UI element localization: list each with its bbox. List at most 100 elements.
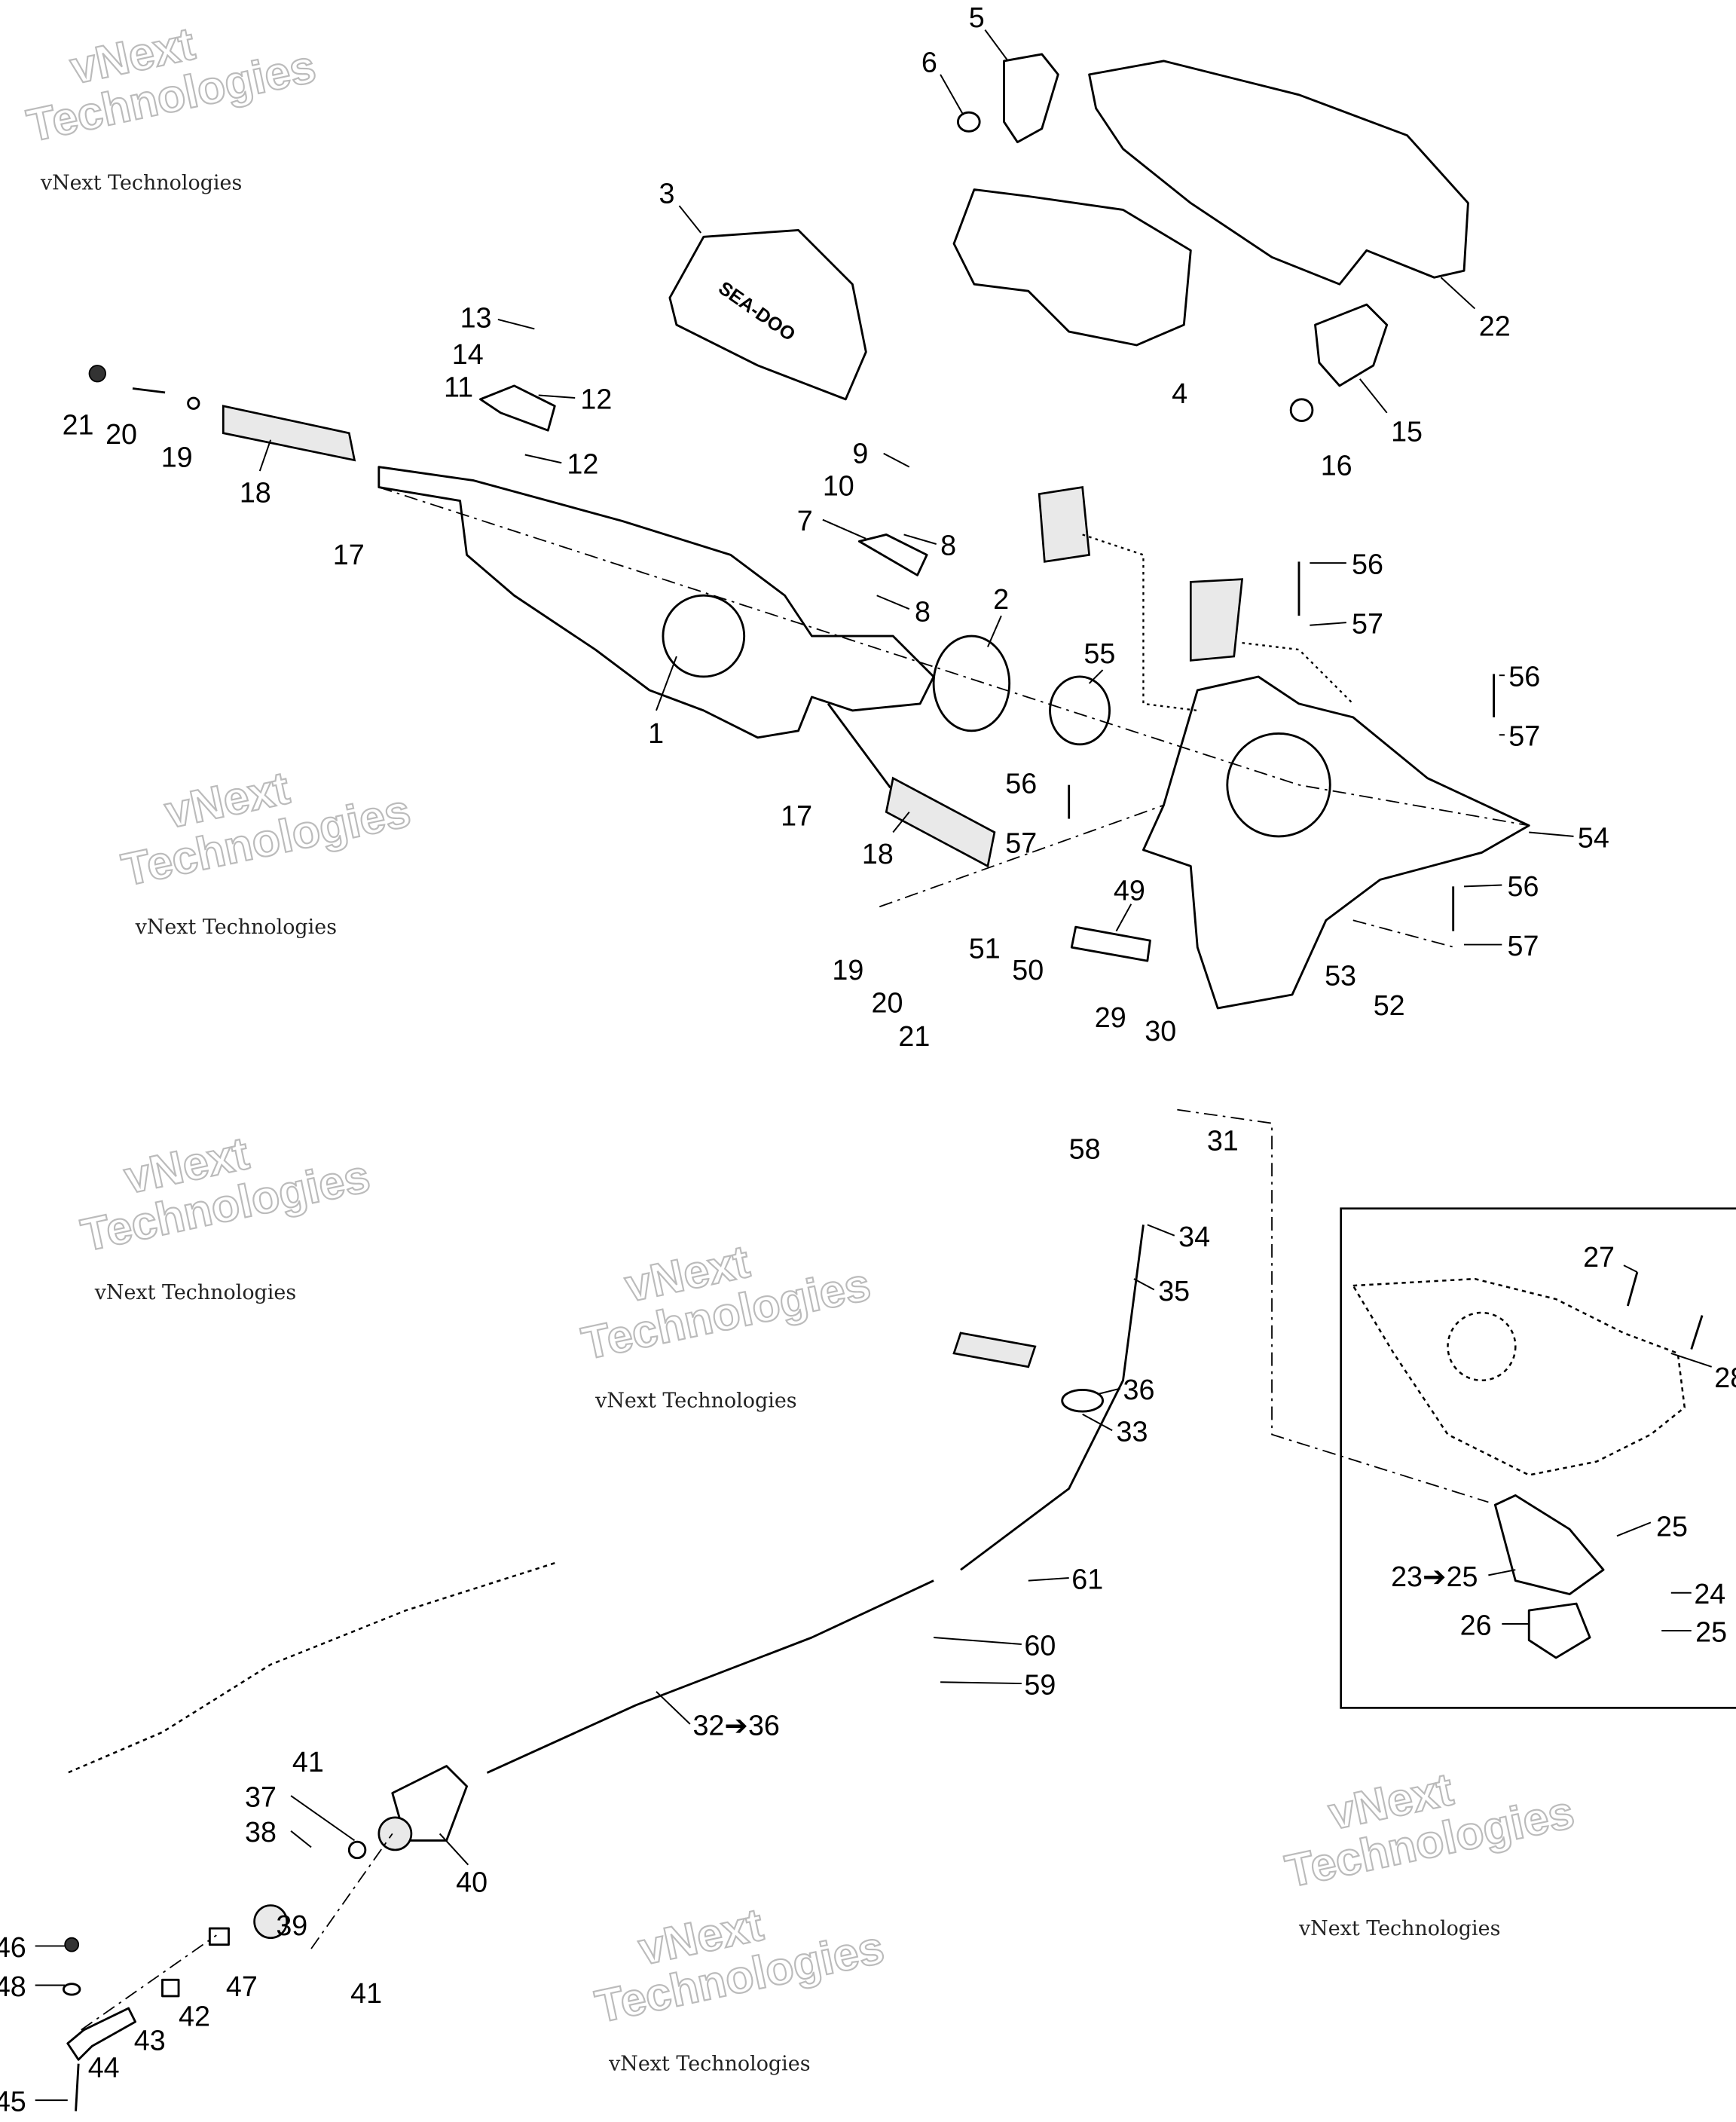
callout-27[interactable]: 27 (1583, 1241, 1615, 1273)
callout-7[interactable]: 7 (797, 505, 813, 537)
axis-line (1352, 919, 1455, 949)
part-49-plate (1070, 925, 1151, 962)
callout-30[interactable]: 30 (1145, 1015, 1176, 1047)
callout-54[interactable]: 54 (1578, 821, 1609, 853)
callout-55[interactable]: 55 (1083, 638, 1115, 669)
callout-1[interactable]: 1 (648, 717, 664, 749)
callout-48[interactable]: 48 (0, 1971, 26, 2002)
part-7-clamp (857, 534, 928, 576)
callout-57[interactable]: 57 (1352, 608, 1383, 640)
part-26-bracket (1527, 1602, 1591, 1659)
callout-41[interactable]: 41 (292, 1746, 324, 1778)
callout-39[interactable]: 39 (276, 1909, 307, 1941)
callout-2[interactable]: 2 (993, 583, 1009, 615)
callout-25b[interactable]: 25 (1695, 1616, 1727, 1647)
callout-40[interactable]: 40 (456, 1867, 487, 1898)
callout-45[interactable]: 45 (0, 2086, 26, 2117)
part-18-grip-right (885, 776, 996, 868)
part-54-bore (1226, 732, 1331, 838)
callout-9[interactable]: 9 (852, 437, 868, 469)
part-11-clamp (479, 384, 556, 432)
watermark-line: vNext Technologies (1298, 1917, 1500, 1940)
part-4-cover (952, 188, 1192, 347)
callout-52[interactable]: 52 (1374, 989, 1405, 1021)
callout-50[interactable]: 50 (1012, 954, 1044, 986)
callout-16[interactable]: 16 (1321, 449, 1352, 481)
part-1-handlebar (377, 466, 935, 739)
callout-41b[interactable]: 41 (350, 1977, 382, 2009)
callout-49[interactable]: 49 (1114, 874, 1145, 906)
callout-43[interactable]: 43 (134, 2025, 166, 2056)
callout-29[interactable]: 29 (1095, 1001, 1126, 1033)
dotted-guide (1242, 641, 1354, 705)
callout-38[interactable]: 38 (245, 1816, 277, 1848)
callout-6[interactable]: 6 (921, 46, 937, 78)
part-44-ball-joint (66, 2007, 137, 2061)
callout-56d[interactable]: 56 (1508, 870, 1539, 902)
callout-33[interactable]: 33 (1117, 1416, 1148, 1448)
callout-12[interactable]: 12 (580, 383, 612, 414)
callout-5[interactable]: 5 (969, 2, 985, 33)
callout-10[interactable]: 10 (823, 469, 854, 501)
callout-37[interactable]: 37 (245, 1781, 277, 1812)
callout-21[interactable]: 21 (63, 409, 94, 441)
callout-25[interactable]: 25 (1656, 1510, 1688, 1542)
callout-19[interactable]: 19 (161, 442, 193, 473)
callout-18[interactable]: 18 (240, 476, 271, 508)
callout-56c[interactable]: 56 (1005, 767, 1037, 799)
part-36-grommet (1061, 1388, 1105, 1413)
callout-8b[interactable]: 8 (915, 595, 931, 627)
callout-21b[interactable]: 21 (898, 1020, 930, 1052)
callout-59[interactable]: 59 (1024, 1668, 1056, 1700)
watermark-line: vNext Technologies (40, 172, 242, 195)
callout-20[interactable]: 20 (105, 418, 137, 450)
callout-18b[interactable]: 18 (862, 838, 894, 870)
callout-3[interactable]: 3 (659, 177, 675, 209)
callout-56b[interactable]: 56 (1508, 661, 1540, 693)
callout-19b[interactable]: 19 (832, 954, 863, 986)
callout-42[interactable]: 42 (179, 2000, 210, 2032)
part-45-bolt (75, 2063, 80, 2111)
callout-61[interactable]: 61 (1071, 1563, 1103, 1595)
callout-32-36[interactable]: 32➔36 (692, 1709, 779, 1741)
callout-31[interactable]: 31 (1207, 1125, 1239, 1157)
callout-4[interactable]: 4 (1172, 378, 1187, 409)
part-5-cover-clip (1003, 53, 1059, 144)
callout-8[interactable]: 8 (940, 529, 956, 561)
callout-44[interactable]: 44 (88, 2052, 120, 2084)
axis-line (879, 804, 1164, 908)
callout-46[interactable]: 46 (0, 1931, 26, 1963)
part-27-bolt (1626, 1271, 1639, 1307)
callout-20b[interactable]: 20 (871, 986, 903, 1018)
callout-36[interactable]: 36 (1123, 1374, 1155, 1405)
callout-47[interactable]: 47 (226, 1971, 258, 2002)
callout-51[interactable]: 51 (969, 933, 1001, 965)
callout-57c[interactable]: 57 (1005, 827, 1037, 858)
callout-15[interactable]: 15 (1391, 416, 1423, 448)
callout-17b[interactable]: 17 (781, 800, 812, 832)
part-54-column-support (1142, 675, 1530, 1010)
part-16-ring (1289, 398, 1314, 423)
callout-28[interactable]: 28 (1714, 1362, 1736, 1393)
callout-56[interactable]: 56 (1352, 549, 1383, 580)
callout-14[interactable]: 14 (452, 338, 484, 370)
callout-22[interactable]: 22 (1479, 310, 1511, 341)
callout-17[interactable]: 17 (333, 539, 365, 570)
part-20-screw (132, 387, 166, 394)
part-22-console-cover (1088, 60, 1469, 286)
callout-23-25[interactable]: 23➔25 (1391, 1561, 1478, 1592)
callout-57d[interactable]: 57 (1508, 930, 1539, 962)
callout-57b[interactable]: 57 (1508, 720, 1540, 752)
callout-53[interactable]: 53 (1325, 959, 1356, 991)
callout-60[interactable]: 60 (1024, 1629, 1056, 1661)
axis-line (378, 486, 1530, 827)
callout-12b[interactable]: 12 (567, 448, 598, 480)
callout-58[interactable]: 58 (1069, 1133, 1101, 1164)
callout-13[interactable]: 13 (460, 302, 492, 334)
callout-34[interactable]: 34 (1178, 1221, 1210, 1252)
callout-35[interactable]: 35 (1158, 1275, 1190, 1307)
callout-26[interactable]: 26 (1460, 1609, 1492, 1640)
callout-11[interactable]: 11 (444, 371, 473, 402)
callout-24[interactable]: 24 (1694, 1578, 1725, 1610)
